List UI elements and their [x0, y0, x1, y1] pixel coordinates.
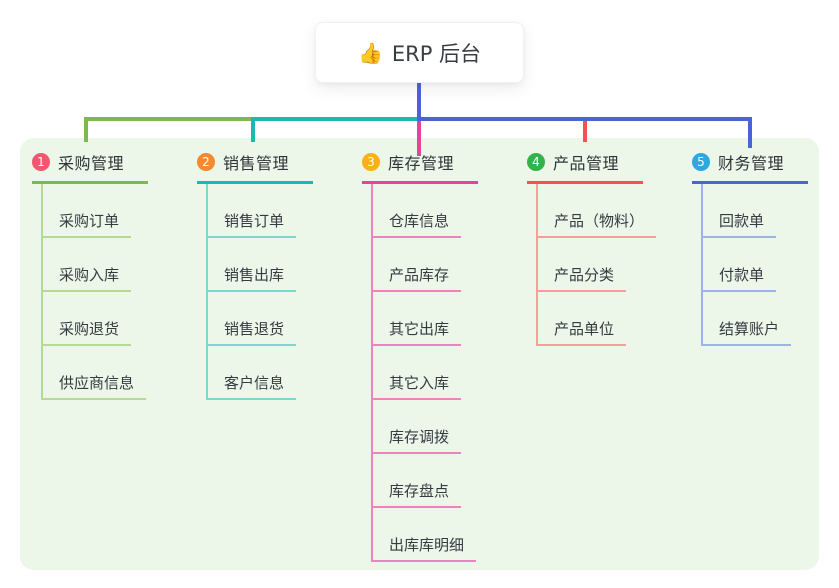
node-label: 采购入库 — [41, 264, 132, 292]
branch-children: 产品（物料） 产品分类产品单位 — [536, 184, 679, 346]
node-label: 库存调拨 — [371, 426, 462, 454]
node-付款单[interactable]: 付款单 — [701, 238, 839, 292]
branch-children: 仓库信息产品库存其它出库其它入库库存调拨库存盘点出库库明细 — [371, 184, 514, 562]
branch-5: 5 财务管理回款单付款单结算账户 — [692, 150, 839, 346]
node-采购订单[interactable]: 采购订单 — [41, 184, 184, 238]
node-label: 销售退货 — [206, 318, 297, 346]
node-label: 其它出库 — [371, 318, 462, 346]
node-label: 产品单位 — [536, 318, 627, 346]
branch-number-badge: 5 — [692, 153, 710, 171]
branch-number-badge: 3 — [362, 153, 380, 171]
branch-header-4[interactable]: 4 产品管理 — [527, 150, 643, 184]
node-label: 付款单 — [701, 264, 777, 292]
node-仓库信息[interactable]: 仓库信息 — [371, 184, 514, 238]
connector-root-vertical — [417, 83, 421, 121]
branch-number-badge: 4 — [527, 153, 545, 171]
branch-header-2[interactable]: 2 销售管理 — [197, 150, 313, 184]
thumbs-up-icon: 👍 — [357, 40, 383, 65]
node-label: 其它入库 — [371, 372, 462, 400]
branch-number-badge: 1 — [32, 153, 50, 171]
root-node-label: ERP 后台 — [391, 41, 482, 66]
node-客户信息[interactable]: 客户信息 — [206, 346, 349, 400]
node-label: 产品库存 — [371, 264, 462, 292]
node-label: 仓库信息 — [371, 210, 462, 238]
branch-children: 回款单付款单结算账户 — [701, 184, 839, 346]
node-产品（物料）[interactable]: 产品（物料） — [536, 184, 679, 238]
node-产品库存[interactable]: 产品库存 — [371, 238, 514, 292]
node-其它入库[interactable]: 其它入库 — [371, 346, 514, 400]
node-采购退货[interactable]: 采购退货 — [41, 292, 184, 346]
node-销售订单[interactable]: 销售订单 — [206, 184, 349, 238]
branch-number-badge: 2 — [197, 153, 215, 171]
node-label: 销售订单 — [206, 210, 297, 238]
connector-drop-branch-2 — [251, 117, 255, 142]
node-label: 采购退货 — [41, 318, 132, 346]
node-产品分类[interactable]: 产品分类 — [536, 238, 679, 292]
node-其它出库[interactable]: 其它出库 — [371, 292, 514, 346]
branch-children: 销售订单销售出库销售退货客户信息 — [206, 184, 349, 400]
node-label: 回款单 — [701, 210, 777, 238]
node-结算账户[interactable]: 结算账户 — [701, 292, 839, 346]
branch-title: 库存管理 — [388, 154, 455, 173]
node-label: 出库库明细 — [371, 534, 477, 562]
node-出库库明细[interactable]: 出库库明细 — [371, 508, 514, 562]
branch-header-1[interactable]: 1 采购管理 — [32, 150, 148, 184]
node-产品单位[interactable]: 产品单位 — [536, 292, 679, 346]
node-回款单[interactable]: 回款单 — [701, 184, 839, 238]
branch-title: 销售管理 — [223, 154, 290, 173]
branch-title: 产品管理 — [553, 154, 620, 173]
branch-1: 1 采购管理采购订单采购入库采购退货供应商信息 — [32, 150, 184, 400]
node-label: 结算账户 — [701, 318, 792, 346]
connector-bus-left-green — [84, 117, 251, 121]
root-node[interactable]: 👍 ERP 后台 — [315, 22, 524, 83]
branch-3: 3 库存管理仓库信息产品库存其它出库其它入库库存调拨库存盘点出库库明细 — [362, 150, 514, 562]
node-label: 销售出库 — [206, 264, 297, 292]
branch-header-5[interactable]: 5 财务管理 — [692, 150, 808, 184]
node-label: 产品分类 — [536, 264, 627, 292]
branch-title: 财务管理 — [718, 154, 785, 173]
connector-drop-branch-1 — [84, 117, 88, 142]
node-供应商信息[interactable]: 供应商信息 — [41, 346, 184, 400]
connector-drop-branch-4 — [583, 121, 587, 142]
connector-drop-branch-3 — [417, 121, 421, 156]
node-销售出库[interactable]: 销售出库 — [206, 238, 349, 292]
node-库存调拨[interactable]: 库存调拨 — [371, 400, 514, 454]
connector-drop-branch-5 — [748, 117, 752, 148]
node-label: 采购订单 — [41, 210, 132, 238]
connector-bus-right-blue — [421, 117, 752, 121]
branch-header-3[interactable]: 3 库存管理 — [362, 150, 478, 184]
node-库存盘点[interactable]: 库存盘点 — [371, 454, 514, 508]
branch-group-panel — [20, 138, 819, 570]
node-label: 供应商信息 — [41, 372, 147, 400]
node-销售退货[interactable]: 销售退货 — [206, 292, 349, 346]
branch-2: 2 销售管理销售订单销售出库销售退货客户信息 — [197, 150, 349, 400]
node-label: 客户信息 — [206, 372, 297, 400]
branch-children: 采购订单采购入库采购退货供应商信息 — [41, 184, 184, 400]
connector-bus-left-teal — [251, 117, 417, 121]
branch-title: 采购管理 — [58, 154, 125, 173]
node-采购入库[interactable]: 采购入库 — [41, 238, 184, 292]
node-label: 产品（物料） — [536, 210, 657, 238]
branch-4: 4 产品管理产品（物料） 产品分类产品单位 — [527, 150, 679, 346]
node-label: 库存盘点 — [371, 480, 462, 508]
